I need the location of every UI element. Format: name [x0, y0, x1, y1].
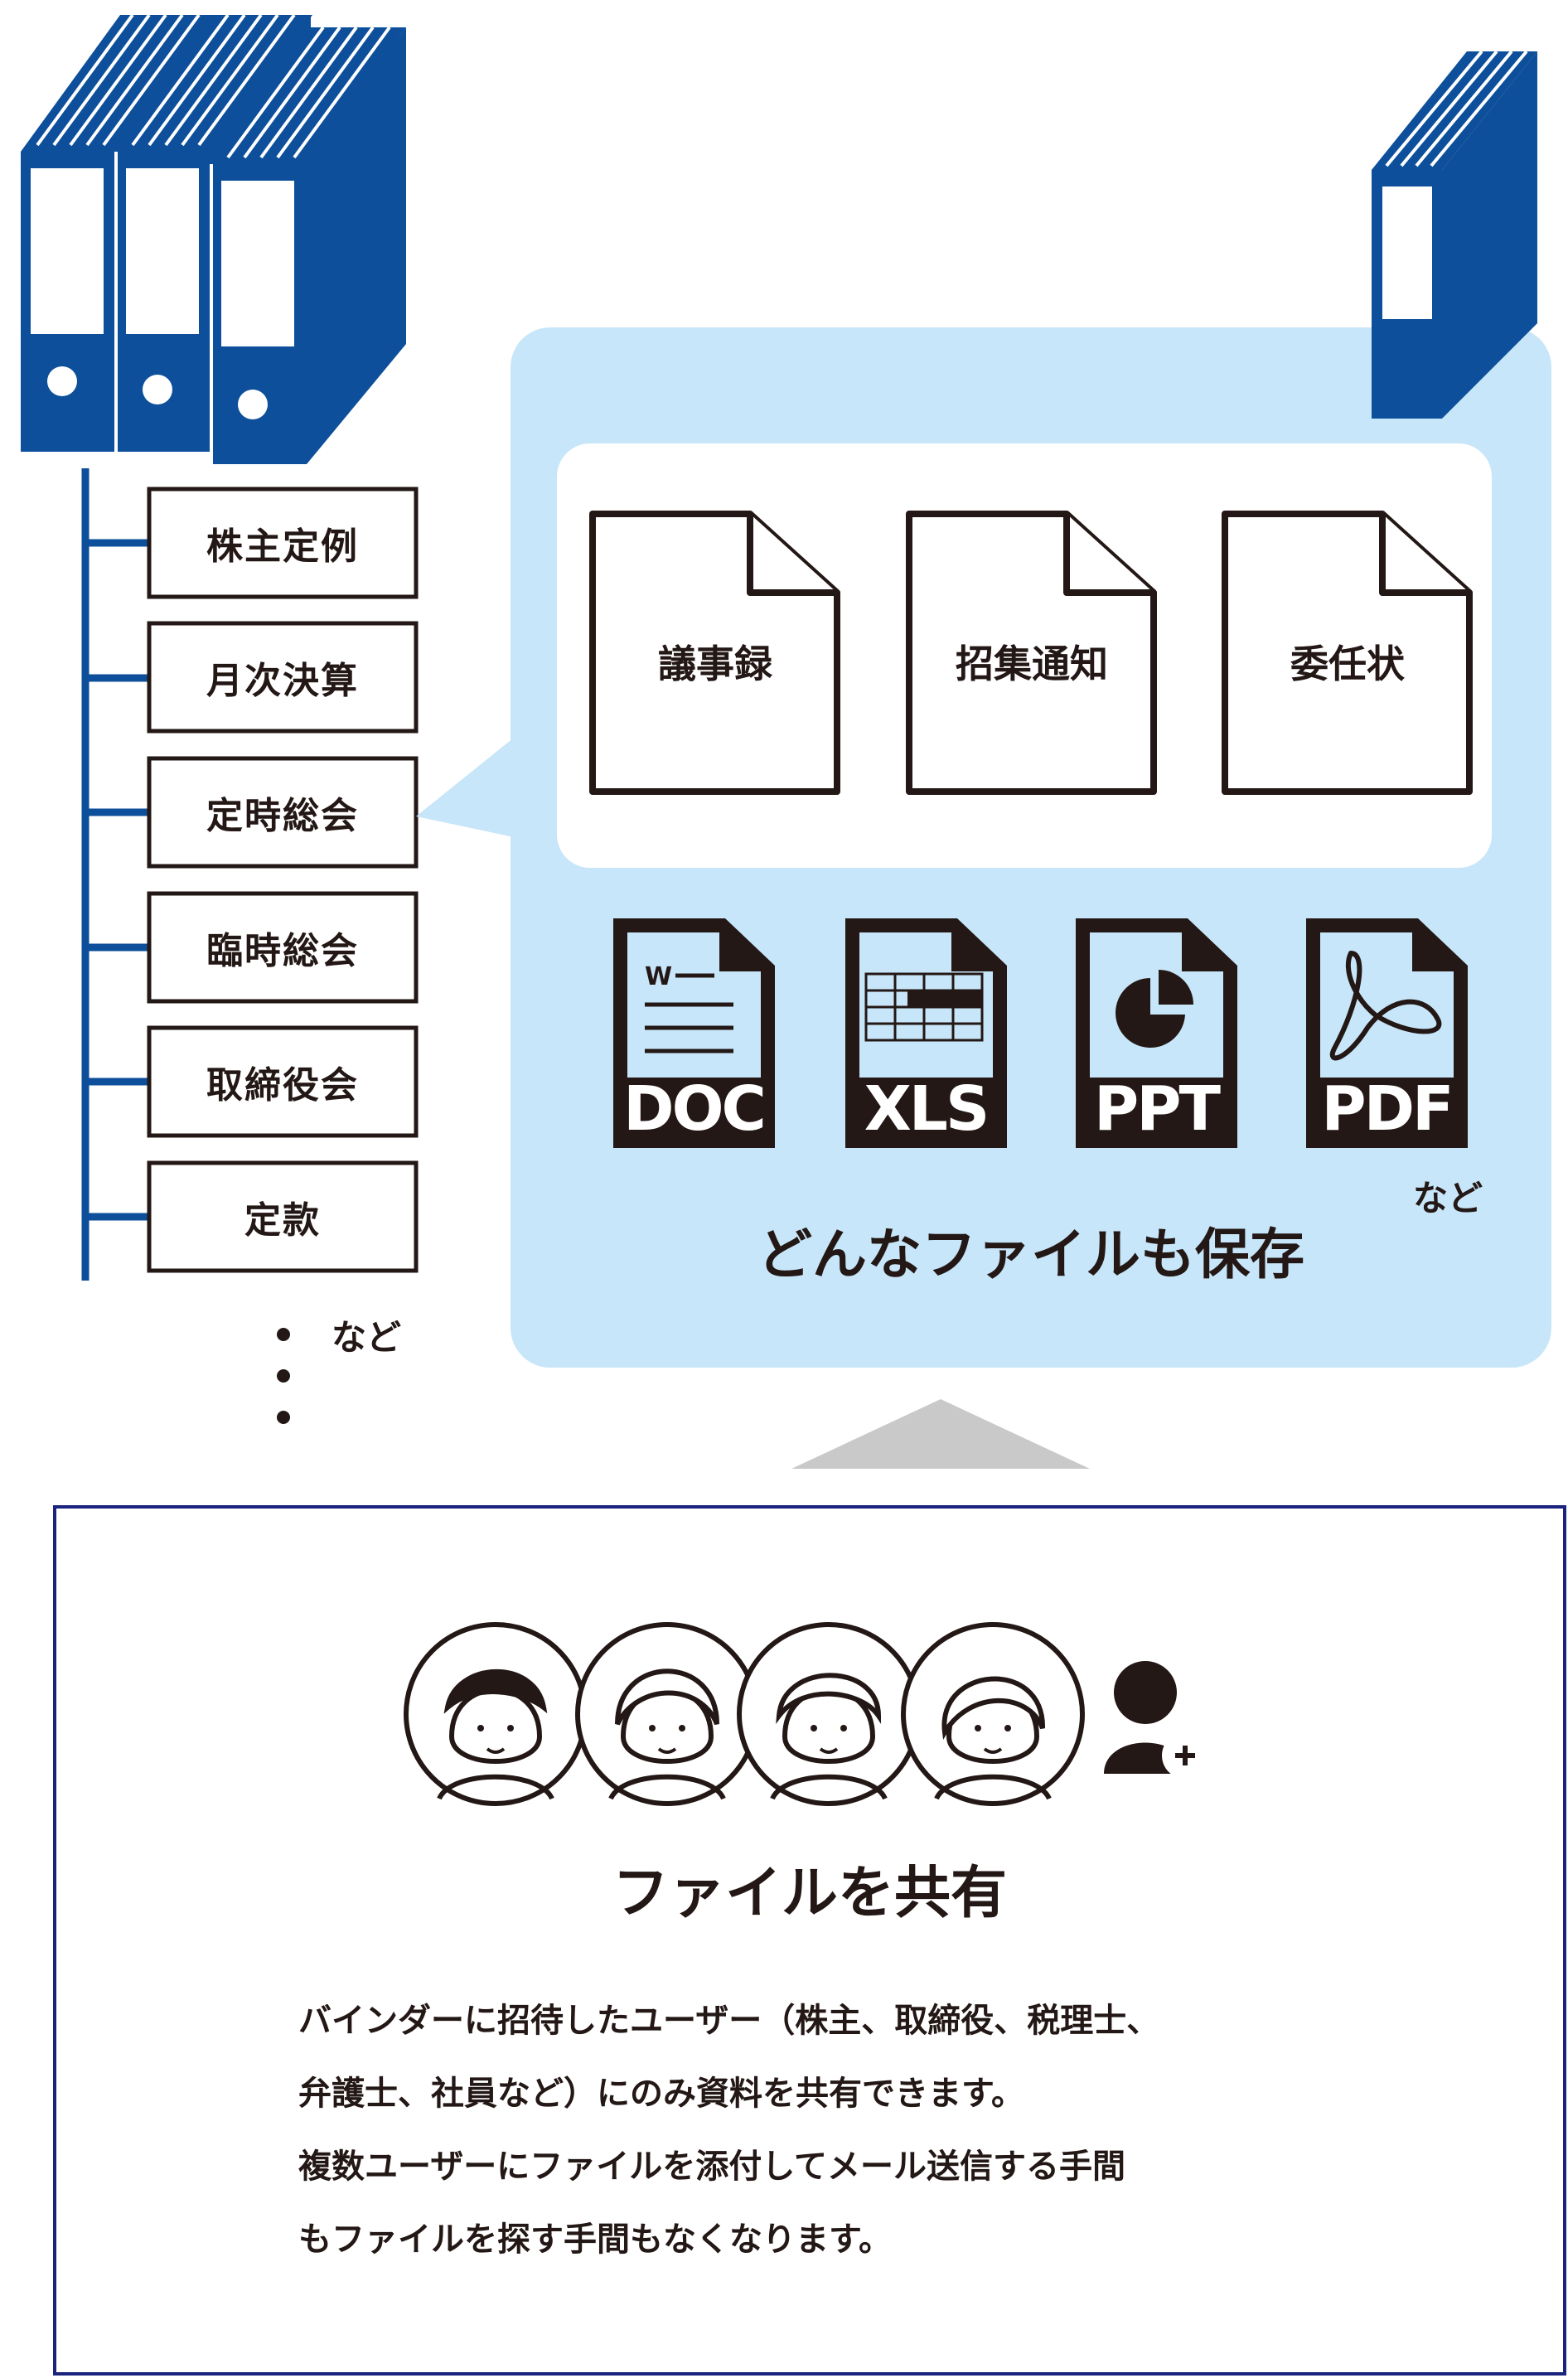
- file-type-label: DOC: [623, 1073, 767, 1145]
- category-tree-lines: [81, 468, 149, 1281]
- store-heading: どんなファイルも保存: [757, 1223, 1304, 1286]
- notice-document-icon: [906, 511, 1157, 795]
- user-add-icon: [1104, 1661, 1208, 1779]
- description-line: バインダーに招待したユーザー（株主、取締役、税理士、: [298, 2002, 1160, 2040]
- file-type-label: PPT: [1094, 1073, 1221, 1145]
- category-label: 定時総会: [206, 795, 359, 837]
- description-line: 複数ユーザーにファイルを添付してメール送信する手間: [298, 2148, 1125, 2186]
- document-label: 議事録: [658, 642, 772, 686]
- category-label: 月次決算: [206, 660, 359, 702]
- file-types-etc-label: など: [1413, 1178, 1483, 1218]
- binder-stack-left: [21, 13, 406, 464]
- category-label: 定款: [244, 1199, 321, 1242]
- user-avatar-icon: [575, 1622, 759, 1806]
- binder-icon: [210, 26, 406, 464]
- document-label: 招集通知: [956, 642, 1108, 686]
- user-avatar-icon: [901, 1622, 1085, 1806]
- description-line: もファイルを探す手間もなくなります。: [298, 2221, 892, 2259]
- pdf-file-icon: [1306, 918, 1468, 1148]
- more-dots: [277, 1328, 290, 1424]
- ppt-file-icon: [1076, 918, 1237, 1148]
- xls-file-icon: [845, 918, 1007, 1148]
- file-type-label: PDF: [1321, 1073, 1454, 1145]
- category-label: 取締役会: [206, 1064, 359, 1107]
- document-label: 委任状: [1290, 642, 1405, 686]
- svg-text:W: W: [645, 962, 672, 991]
- user-avatars: [404, 1622, 1085, 1806]
- category-boxes: [147, 487, 419, 1273]
- user-avatar-icon: [737, 1622, 921, 1806]
- categories-etc-label: など: [332, 1317, 402, 1358]
- binder-icon: [1372, 50, 1537, 419]
- user-avatar-icon: [404, 1622, 588, 1806]
- doc-file-icon: W: [613, 918, 775, 1148]
- minutes-document-icon: [589, 511, 840, 795]
- document-outline-icons: [589, 511, 1473, 795]
- share-heading: ファイルを共有: [612, 1861, 1007, 1926]
- description-line: 弁護士、社員など）にのみ資料を共有できます。: [298, 2075, 1024, 2113]
- file-type-label: XLS: [864, 1073, 990, 1145]
- up-arrow: [791, 1399, 1090, 1469]
- category-label: 株主定例: [206, 525, 359, 568]
- category-label: 臨時総会: [206, 930, 359, 972]
- proxy-document-icon: [1222, 511, 1473, 795]
